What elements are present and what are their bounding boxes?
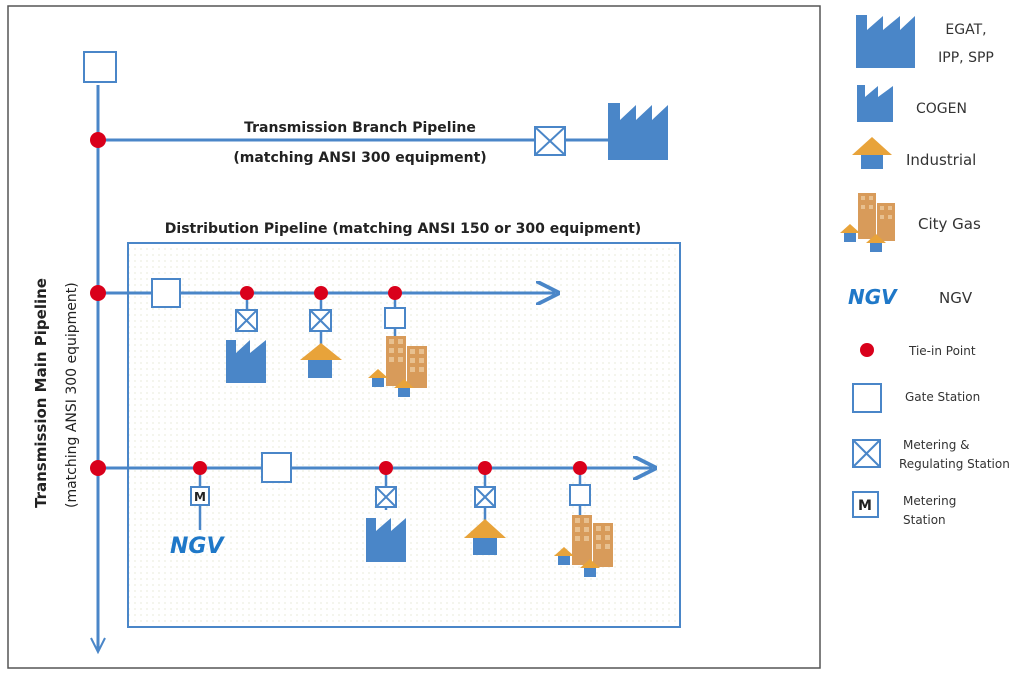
city-gas-icon xyxy=(368,336,427,397)
main-pipeline-title: Transmission Main Pipeline xyxy=(32,278,50,508)
cogen-factory-icon xyxy=(226,340,266,383)
legend-meter-letter: M xyxy=(858,498,872,514)
legend-egat-label-2: IPP, SPP xyxy=(938,50,994,66)
legend-egat-label: EGAT, xyxy=(945,22,986,38)
tie-in-point xyxy=(90,285,106,301)
metering-regulating-station xyxy=(474,486,496,508)
branch-metering-station xyxy=(534,126,566,156)
ngv-logo: NGV xyxy=(170,534,225,559)
industrial-icon xyxy=(300,343,342,378)
legend-cogen-label: COGEN xyxy=(916,101,967,117)
distribution-area xyxy=(127,242,681,628)
egat-factory-icon xyxy=(608,103,668,160)
legend-industrial-label: Industrial xyxy=(906,151,976,169)
main-pipeline-subtitle: (matching ANSI 300 equipment) xyxy=(64,282,80,508)
tie-in-point xyxy=(240,286,254,300)
metering-regulating-station xyxy=(309,309,332,332)
gate-station xyxy=(151,278,181,308)
tie-in-point xyxy=(388,286,402,300)
legend-city-gas-icon xyxy=(840,193,895,252)
legend-industrial-icon xyxy=(861,155,883,169)
legend-gate-icon xyxy=(852,383,882,413)
tie-in-point xyxy=(193,461,207,475)
legend-ngv-label: NGV xyxy=(939,289,973,307)
legend-city-gas-label: City Gas xyxy=(918,215,981,233)
legend-tie-in-icon xyxy=(860,343,874,357)
tie-in-point xyxy=(90,460,106,476)
gate-station xyxy=(261,452,292,483)
branch-pipeline-title: Transmission Branch Pipeline xyxy=(244,120,476,136)
gate-station xyxy=(569,484,591,506)
legend-metering-regulating-icon xyxy=(852,439,881,468)
metering-regulating-station xyxy=(235,309,258,332)
city-gas-icon xyxy=(554,515,613,577)
tie-in-point xyxy=(314,286,328,300)
main-pipeline-arrow xyxy=(90,637,106,655)
gate-station xyxy=(384,307,406,329)
legend-meter-icon xyxy=(852,491,879,518)
legend-egat-icon xyxy=(856,15,915,68)
legend-tie-in-label: Tie-in Point xyxy=(908,344,976,358)
metering-regulating-station xyxy=(375,486,397,508)
metering-station: M xyxy=(190,486,210,506)
legend-metering-label: Metering & xyxy=(903,438,970,452)
legend-meter-label-2: Station xyxy=(903,513,946,527)
legend-meter-label: Metering xyxy=(903,494,956,508)
legend-ngv-logo: NGV xyxy=(848,285,898,309)
legend-industrial-roof xyxy=(852,137,892,155)
tie-in-point xyxy=(573,461,587,475)
cogen-factory-icon xyxy=(366,518,406,562)
legend-cogen-icon xyxy=(857,85,893,122)
tie-in-point xyxy=(90,132,106,148)
legend: EGAT, IPP, SPP COGEN Industrial City Gas… xyxy=(840,15,1010,527)
top-gate-station xyxy=(83,51,117,83)
distribution-pipeline-title: Distribution Pipeline (matching ANSI 150… xyxy=(165,221,641,237)
legend-metering-label-2: Regulating Station xyxy=(899,457,1010,471)
industrial-icon xyxy=(464,519,506,555)
legend-gate-label: Gate Station xyxy=(905,390,980,404)
branch-pipeline-subtitle: (matching ANSI 300 equipment) xyxy=(233,150,486,166)
tie-in-point xyxy=(478,461,492,475)
tie-in-point xyxy=(379,461,393,475)
meter-letter: M xyxy=(194,490,206,504)
